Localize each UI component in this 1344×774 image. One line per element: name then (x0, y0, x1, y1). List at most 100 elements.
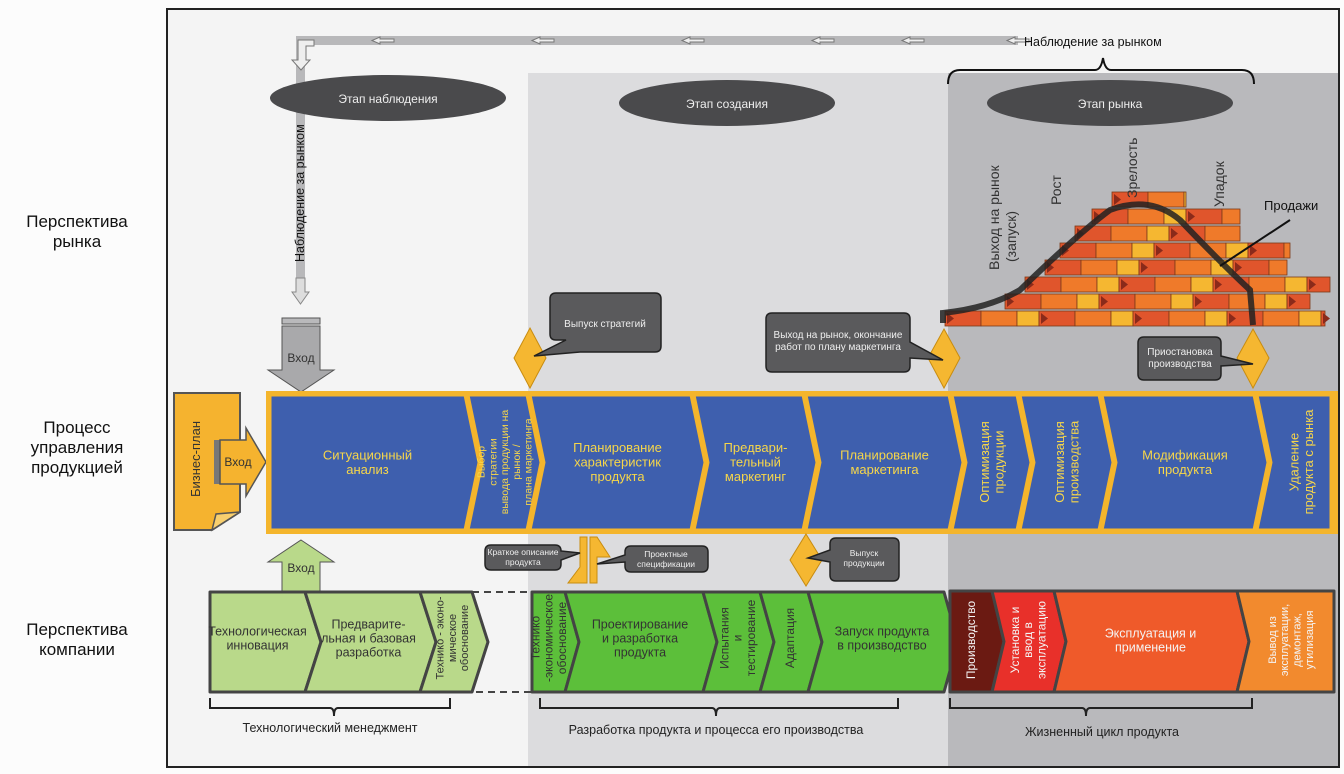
group-label-dev: Разработка продукта и процесса его произ… (569, 723, 864, 737)
brick (1016, 310, 1040, 327)
side-label-line: рынка (52, 232, 102, 251)
label-line: Установка и (1008, 607, 1022, 674)
brick (1080, 259, 1118, 276)
label-line: Оптимизация (977, 421, 992, 503)
label-line: Оптимизация (1052, 421, 1067, 503)
observation-line-horizontal (296, 36, 1018, 45)
brick (1174, 259, 1212, 276)
split-arrow-right-icon (589, 536, 611, 584)
brace-tech (209, 698, 451, 717)
brick-chevron (1141, 262, 1148, 273)
brick (1170, 293, 1194, 310)
label-line: Технико - эконо- (435, 596, 447, 679)
label-line: Производство (964, 601, 978, 680)
brick (1264, 293, 1288, 310)
arrow-cap (281, 317, 321, 325)
phase-launch-label: Выход на рынок (986, 164, 1002, 270)
brick (1190, 276, 1214, 293)
label-line: льная и базовая (321, 631, 416, 645)
ellipse-shape (619, 80, 835, 126)
callout-text: Выход на рынок, окончание (774, 330, 903, 341)
label-line: тельный (730, 455, 781, 470)
callout-bubble (765, 312, 944, 373)
process-step (528, 393, 707, 532)
stage-ellipse-market: Этап рынка (987, 80, 1233, 126)
brick (1127, 208, 1165, 225)
label-line: Испытания (717, 607, 731, 669)
brick (1131, 242, 1155, 259)
life-step (1235, 589, 1336, 694)
label-line: маркетинг (725, 469, 786, 484)
callout-bubble (805, 537, 900, 582)
callout-text: производства (1148, 359, 1212, 370)
brick (1134, 293, 1172, 310)
tech-step-label: Технико - эконо-мическоеобоснование (435, 596, 472, 679)
brick (1248, 276, 1286, 293)
life-step-label: Производство (964, 601, 978, 680)
diamond-icon (927, 327, 961, 390)
label-line: и разработка (602, 631, 678, 645)
left-arrow-icon (370, 36, 395, 45)
document-fold (210, 511, 241, 532)
brick (1221, 208, 1241, 225)
side-label-line: Перспектива (26, 212, 128, 231)
brick-chevron (1171, 228, 1178, 239)
process-step-label: Оптимизацияпродукции (977, 421, 1007, 503)
process-step (692, 393, 819, 532)
small-down-arrow-icon (291, 277, 310, 305)
ellipse-shape (987, 80, 1233, 126)
callout-bubble (533, 292, 662, 357)
dev-step-label: Испытанияитестирование (717, 599, 758, 676)
label-line: Удаление (1286, 433, 1301, 492)
brick (1116, 259, 1140, 276)
process-step-label: Оптимизацияпроизводства (1052, 420, 1082, 503)
milestone-production-stop: Приостановка производства (1137, 327, 1270, 390)
label-line: Проектирование (592, 617, 688, 631)
side-label-process: Процесс управления продукцией (2, 418, 152, 478)
brick-chevron (1235, 262, 1242, 273)
callout-text: спецификации (637, 559, 695, 569)
brick-chevron (1041, 313, 1048, 324)
dev-step-label: Технико-экономическоеобоснование (528, 594, 569, 682)
brick (1228, 293, 1266, 310)
brick (1110, 225, 1148, 242)
process-step-label: Выборстратегиивывода продукции нарынок /… (476, 410, 535, 515)
milestone-product-brief: Краткое описание продукта Проектные спец… (484, 536, 709, 584)
brick (1283, 242, 1291, 259)
business-plan-document: Бизнес-план Вход (173, 392, 267, 532)
tech-step (418, 590, 490, 694)
process-step (268, 393, 481, 532)
process-step (950, 393, 1033, 532)
label-line: тестирование (744, 599, 758, 676)
brick (980, 310, 1018, 327)
label-line: в производство (837, 638, 926, 652)
process-step (1100, 393, 1270, 532)
brace-dev (539, 698, 899, 717)
side-label-line: компании (39, 640, 115, 659)
brick (1284, 276, 1308, 293)
down-arrow-icon (266, 325, 336, 393)
brick (1146, 225, 1170, 242)
brick-chevron (1101, 296, 1108, 307)
label-line: Выбор (476, 446, 488, 478)
process-step (804, 393, 965, 532)
lifecycle-phase-labels: Выход на рынок (запуск) Рост Зрелость Уп… (986, 138, 1318, 270)
label-line: Ситуационный (323, 447, 412, 462)
label-line: Предвари- (724, 440, 788, 455)
callout-text: Выпуск (850, 548, 879, 558)
label-line: Технологическая (208, 624, 307, 638)
sales-curve (940, 201, 1256, 326)
brick-chevron (1250, 245, 1257, 256)
brick-chevron (1114, 194, 1121, 205)
label-line: анализ (346, 462, 388, 477)
brick-chevron (1135, 313, 1142, 324)
side-label-line: управления (30, 438, 124, 457)
ellipse-shape (270, 75, 506, 121)
